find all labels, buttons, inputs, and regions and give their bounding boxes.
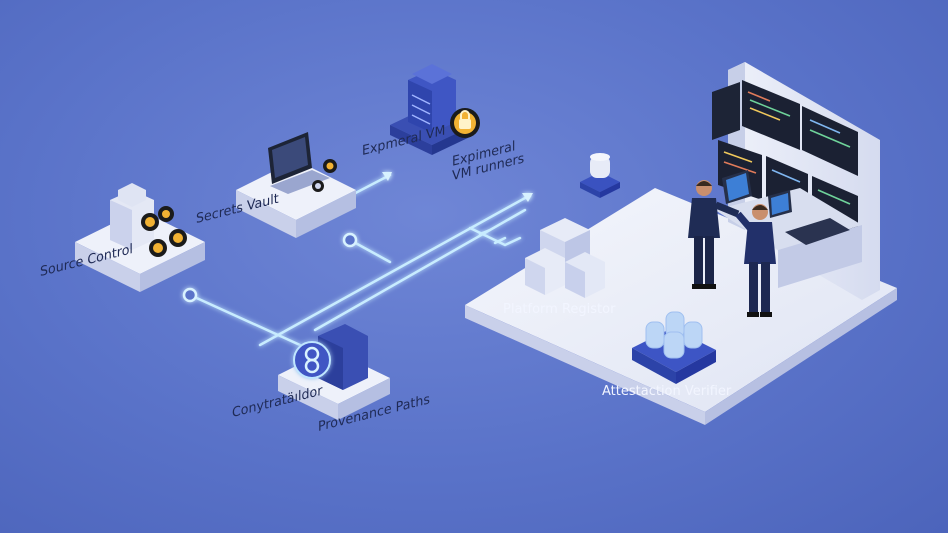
registry-node-cube [580,153,620,198]
arrow-heads [382,172,533,202]
connection-nodes [182,232,358,303]
attestation-verifier-label: Attestaction Verifier [602,384,732,399]
orchestrator-block [278,324,390,420]
platform-registry-cubes [525,218,605,298]
laptop-icon [722,170,792,218]
secrets-vault-block [236,132,356,238]
engineer-figure-left [688,180,740,289]
source-control-block [75,183,205,292]
attestation-verifier-block [632,311,716,384]
workstation-desk [715,188,862,288]
ephemeral-vm-block [390,64,480,155]
padlock-icon [141,206,187,257]
server-stack-icon [408,64,456,133]
platform-registry-label: Platform Registor [503,302,616,317]
padlock-icon [450,108,480,138]
shield-icon [293,341,331,379]
engineer-figure-right [735,204,776,317]
